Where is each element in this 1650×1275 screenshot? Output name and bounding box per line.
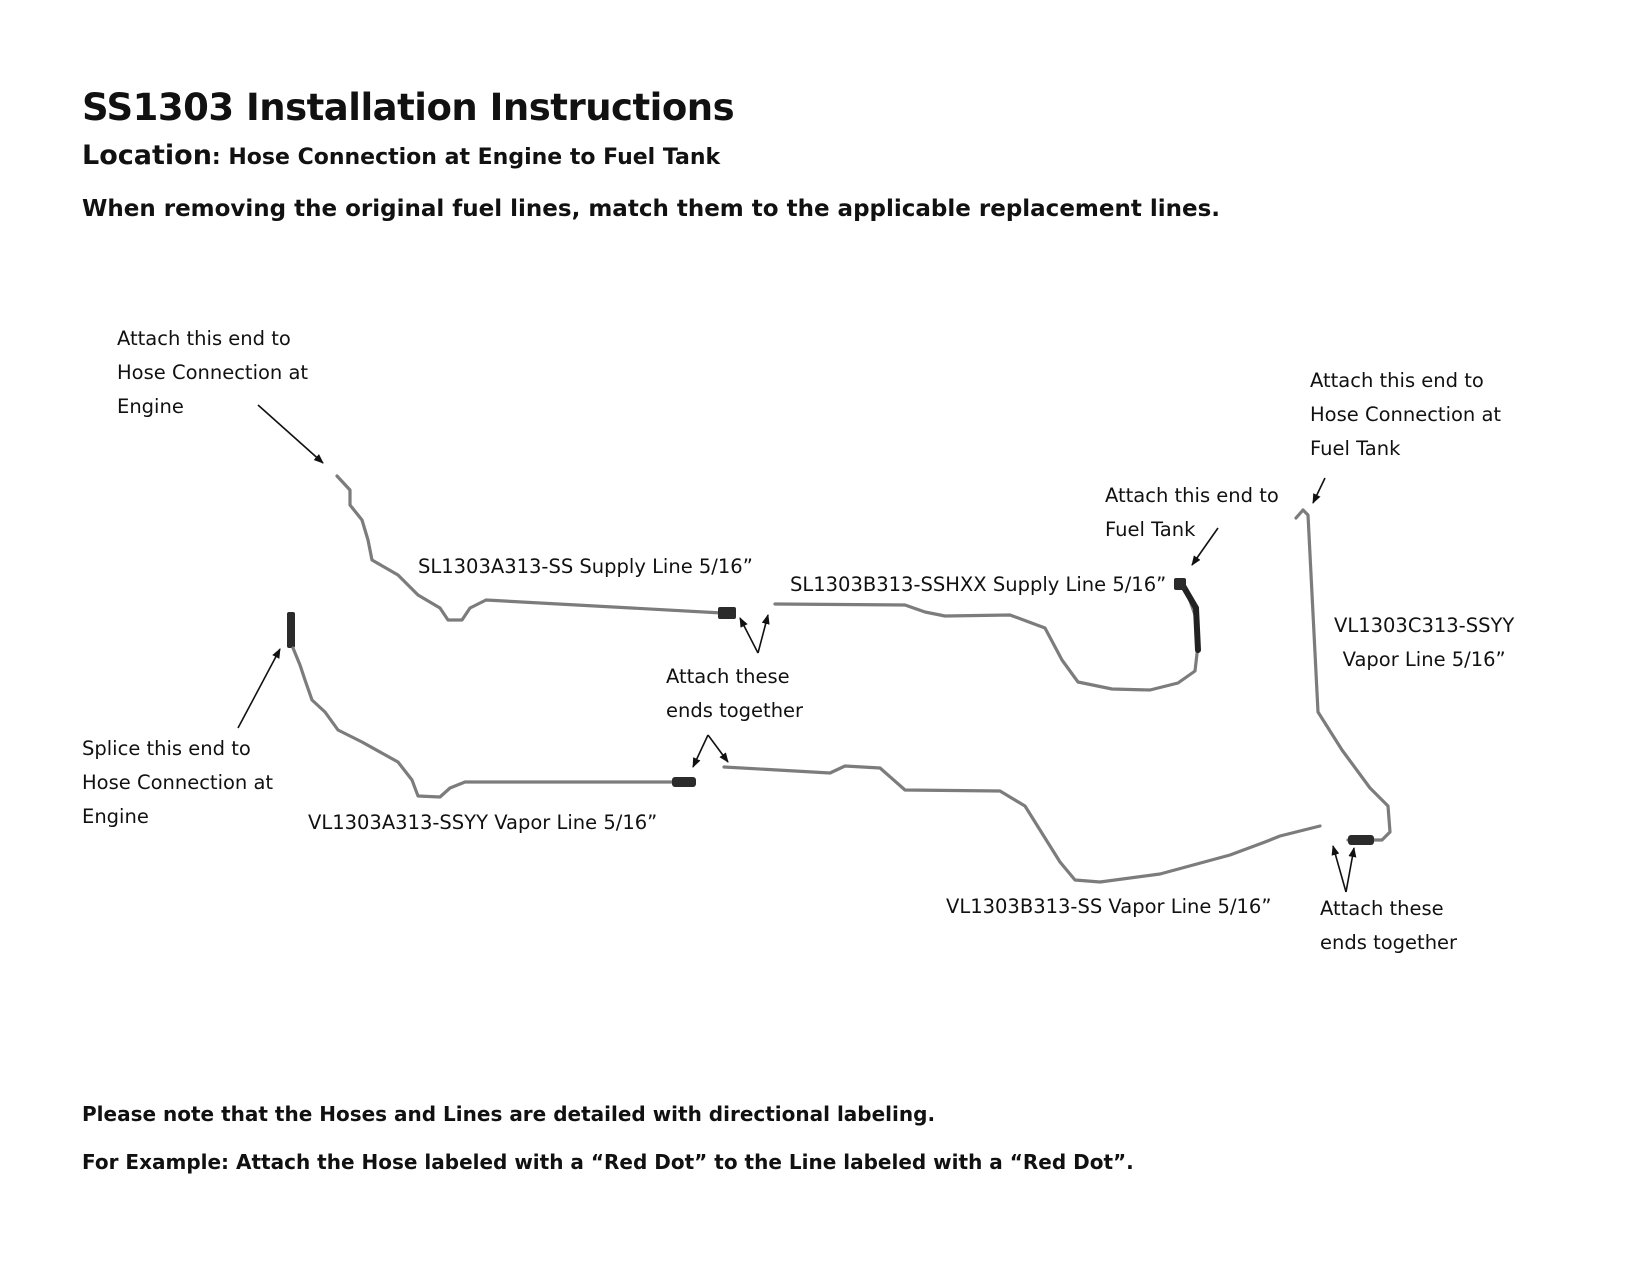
label-attach-together-2: Attach these ends together <box>1320 897 1458 954</box>
intro-text: When removing the original fuel lines, m… <box>82 196 1221 222</box>
label-splice-engine: Splice this end to Hose Connection at En… <box>82 737 274 828</box>
arrow-together-2b <box>707 734 729 763</box>
label-attach-fuel-tank-hose: Attach this end to Hose Connection at Fu… <box>1310 369 1502 460</box>
arrow-fuel-tank-hose <box>1312 477 1326 504</box>
vapor-line-a-hose <box>672 777 696 787</box>
location-line: Location: Hose Connection at Engine to F… <box>82 140 720 171</box>
arrow-splice-engine <box>237 648 281 729</box>
vapor-line-c <box>1294 508 1392 845</box>
arrow-engine <box>257 404 324 464</box>
vapor-line-a <box>287 612 696 799</box>
location-label: Location <box>82 140 212 171</box>
part-label-vl-a: VL1303A313-SSYY Vapor Line 5/16” <box>308 811 658 834</box>
note-example: For Example: Attach the Hose labeled wit… <box>82 1150 1134 1174</box>
part-label-sl-b: SL1303B313-SSHXX Supply Line 5/16” <box>790 573 1167 596</box>
supply-line-b <box>773 578 1201 692</box>
location-value: : Hose Connection at Engine to Fuel Tank <box>211 145 721 170</box>
part-label-vl-b: VL1303B313-SS Vapor Line 5/16” <box>946 895 1272 918</box>
vapor-line-c-hose <box>1348 835 1374 845</box>
arrow-fuel-tank <box>1191 527 1219 566</box>
label-attach-engine: Attach this end to Hose Connection at En… <box>117 327 309 418</box>
arrow-together-1a <box>739 617 759 654</box>
supply-line-b-hose-end <box>1174 578 1186 590</box>
vapor-line-a-hose-end <box>287 612 295 648</box>
arrow-together-1b <box>757 614 770 654</box>
arrow-together-3b <box>1345 847 1357 893</box>
label-attach-together-1: Attach these ends together <box>666 665 804 722</box>
part-label-sl-a: SL1303A313-SS Supply Line 5/16” <box>418 555 753 578</box>
label-attach-fuel-tank: Attach this end to Fuel Tank <box>1105 484 1279 541</box>
supply-line-a <box>335 474 736 622</box>
supply-line-a-fitting <box>718 607 736 619</box>
note-directional: Please note that the Hoses and Lines are… <box>82 1102 936 1126</box>
arrow-together-3a <box>1331 845 1347 893</box>
arrow-together-2a <box>692 734 709 768</box>
vapor-line-b <box>722 764 1322 884</box>
part-label-vl-c: VL1303C313-SSYY Vapor Line 5/16” <box>1334 614 1515 671</box>
page-title: SS1303 Installation Instructions <box>82 86 735 129</box>
